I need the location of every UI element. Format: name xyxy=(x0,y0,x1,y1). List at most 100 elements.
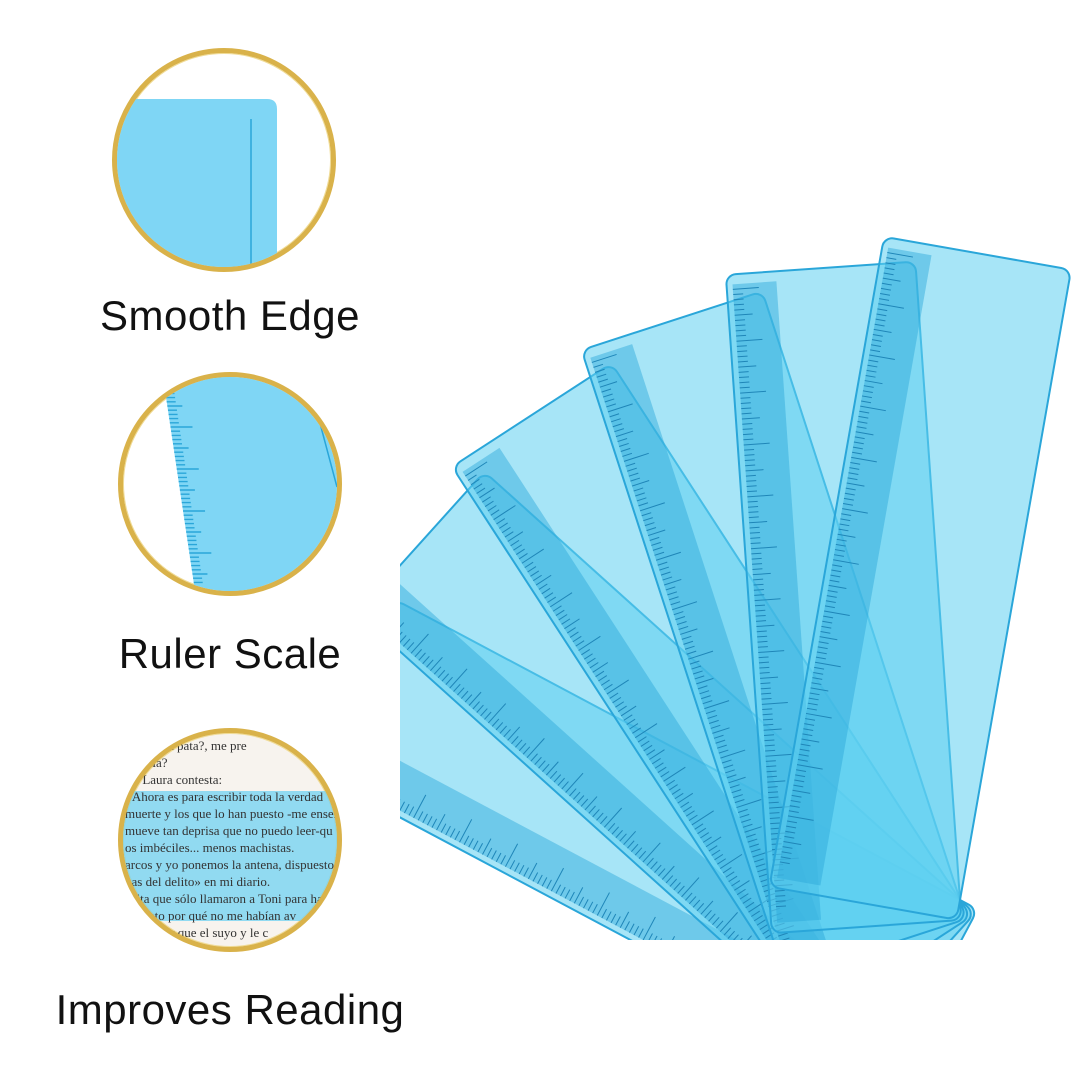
ruler-tick xyxy=(511,736,519,745)
ruler-tick xyxy=(639,502,665,512)
ruler-tick xyxy=(748,506,759,508)
ruler-tick xyxy=(518,553,528,560)
ruler-tick xyxy=(681,877,700,898)
ruler-tick xyxy=(685,892,693,901)
ruler-tick xyxy=(805,718,816,721)
ruler-tick xyxy=(741,407,752,410)
ruler-tick xyxy=(822,620,833,624)
ruler-tick xyxy=(748,511,759,513)
ruler-tick xyxy=(795,774,806,778)
ruler-tick xyxy=(802,733,813,737)
ruler-tick xyxy=(792,789,811,794)
ruler-tick xyxy=(656,938,663,940)
ruler-tick xyxy=(832,564,843,568)
ruler-tick xyxy=(760,676,779,679)
ruler-tick xyxy=(596,373,607,378)
ruler-tick xyxy=(565,772,584,793)
ruler-tick xyxy=(541,877,548,887)
ruler-tick xyxy=(809,692,820,696)
ruler-tick xyxy=(825,600,836,604)
ruler-tick xyxy=(880,293,891,296)
ruler-tick xyxy=(801,738,820,743)
ruler-tick xyxy=(764,744,775,747)
ruler-tick xyxy=(665,936,676,940)
ruler-tick xyxy=(782,846,793,849)
ruler-tick xyxy=(683,805,693,813)
ruler-tick xyxy=(470,478,480,486)
ruler-tick xyxy=(749,843,760,848)
ruler-tick xyxy=(717,744,727,749)
ruler-tick xyxy=(473,483,483,490)
ruler-tick xyxy=(663,766,686,782)
ruler-tick xyxy=(696,677,714,685)
ruler-tick xyxy=(702,836,712,843)
ruler-tick xyxy=(879,298,890,301)
ruler-tick xyxy=(737,355,748,358)
ruler-tick xyxy=(610,913,617,924)
ruler-tick xyxy=(814,666,825,670)
ruler-tick xyxy=(765,753,792,757)
ruler-tick xyxy=(692,670,703,675)
ruler-tick xyxy=(629,723,639,730)
ruler-tick xyxy=(856,426,867,429)
ruler-tick xyxy=(500,855,506,865)
ruler-tick xyxy=(746,490,758,493)
ruler-tick xyxy=(560,886,566,897)
ruler-tick xyxy=(768,791,779,794)
ruler-tick xyxy=(700,832,710,839)
ruler-tick xyxy=(523,867,529,877)
ruler-tick xyxy=(449,668,468,689)
reading-highlight-strip xyxy=(123,791,337,921)
ruler-tick xyxy=(476,704,484,713)
ruler-tick xyxy=(518,864,525,875)
ruler-tick xyxy=(867,364,878,368)
ruler-tick xyxy=(596,812,604,821)
ruler-tick xyxy=(680,801,690,808)
feature-label: Improves Reading xyxy=(55,986,405,1033)
ruler-tick xyxy=(869,354,895,360)
ruler-tick xyxy=(430,657,443,672)
ruler-tick xyxy=(704,910,712,919)
ruler-tick xyxy=(885,262,896,266)
ruler-tick xyxy=(578,896,585,906)
ruler-tick xyxy=(758,650,785,653)
ruler-tick xyxy=(472,701,480,710)
ruler-tick xyxy=(717,858,727,865)
ruler-tick xyxy=(737,350,748,353)
ruler-tick xyxy=(681,635,692,640)
ruler-tick xyxy=(619,911,630,928)
smooth-edge-ruler-icon xyxy=(117,99,277,267)
ruler-tick xyxy=(756,620,767,622)
ruler-tick xyxy=(418,652,426,661)
ruler-tick xyxy=(689,660,700,665)
fanned-reading-rulers xyxy=(400,237,1071,940)
ruler-tick xyxy=(821,625,832,629)
smooth-edge-closeup-icon xyxy=(112,48,336,272)
ruler-tick xyxy=(731,934,739,940)
ruler-tick xyxy=(734,799,745,804)
ruler-tick xyxy=(775,895,786,897)
ruler-tick xyxy=(759,672,770,674)
ruler-tick xyxy=(658,868,666,877)
ruler-tick xyxy=(775,900,786,902)
ruler-tick xyxy=(749,531,760,534)
ruler-tick xyxy=(547,596,557,603)
ruler-tick xyxy=(486,847,493,858)
ruler-tick xyxy=(646,857,654,866)
ruler-tick xyxy=(834,549,845,552)
ruler-tick xyxy=(756,630,767,633)
ruler-tick xyxy=(654,551,665,556)
ruler-tick xyxy=(861,395,872,399)
ruler-tick xyxy=(736,345,747,347)
ruler-tick xyxy=(746,480,757,482)
ruler-tick xyxy=(634,847,643,856)
ruler-tick xyxy=(594,368,605,373)
ruler-tick xyxy=(617,705,627,712)
ruler-tick xyxy=(789,805,800,808)
ruler-tick xyxy=(696,903,705,912)
ruler-tick xyxy=(757,868,768,873)
ruler-tick xyxy=(400,801,405,811)
ruler-tick xyxy=(596,892,610,916)
ruler-tick xyxy=(544,592,554,599)
ruler-tick xyxy=(750,542,761,545)
